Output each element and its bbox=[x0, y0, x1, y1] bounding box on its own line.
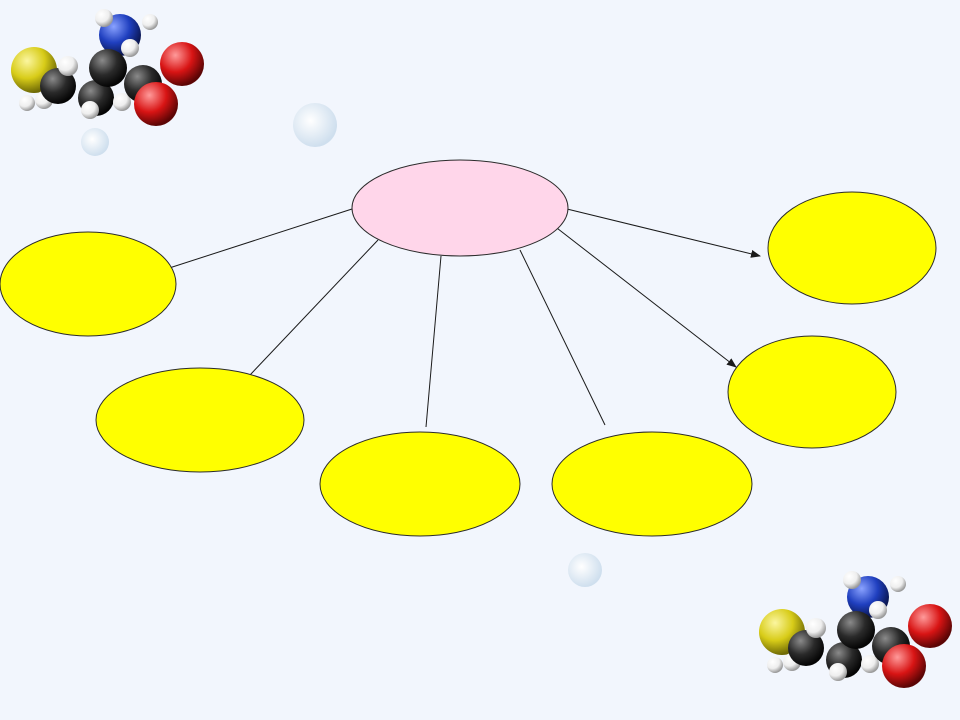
node-right-lower[interactable] bbox=[727, 335, 897, 449]
line-to-lower-left-node bbox=[249, 239, 379, 376]
cysteine-molecule-icon bbox=[759, 571, 952, 688]
node-left[interactable] bbox=[0, 231, 177, 337]
center-node[interactable] bbox=[351, 159, 569, 257]
node-right-upper[interactable] bbox=[767, 191, 937, 305]
arrow-to-left-node bbox=[159, 208, 353, 273]
node-lower-left[interactable] bbox=[95, 367, 305, 473]
node-bottom-center[interactable] bbox=[319, 431, 521, 537]
decorative-bubble bbox=[81, 128, 109, 156]
node-bottom-right[interactable] bbox=[551, 431, 753, 537]
decorative-bubble bbox=[568, 553, 602, 587]
line-to-bottom-right-node bbox=[519, 249, 606, 426]
line-to-bottom-center-node bbox=[425, 255, 442, 428]
arrow-to-right-lower-node bbox=[552, 224, 737, 368]
decorative-bubble bbox=[293, 103, 337, 147]
arrow-to-right-upper-node bbox=[566, 208, 761, 258]
cysteine-molecule-icon bbox=[11, 9, 204, 126]
